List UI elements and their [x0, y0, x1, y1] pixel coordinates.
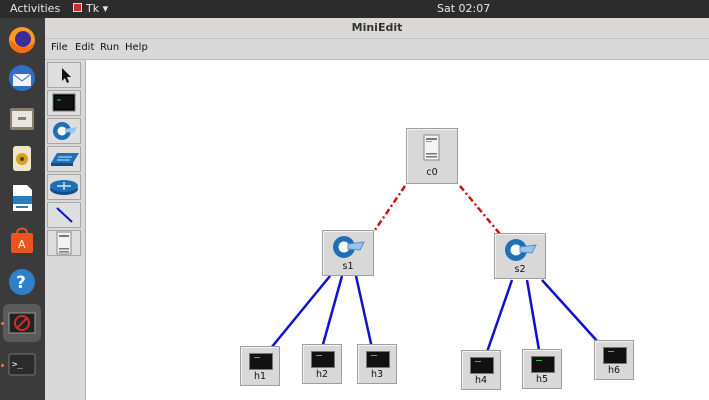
firefox-icon[interactable] — [6, 24, 38, 56]
link-icon — [56, 207, 73, 223]
router-icon — [50, 180, 78, 195]
help-icon[interactable]: ? — [6, 266, 38, 298]
controller-icon — [423, 134, 440, 161]
running-indicator — [1, 322, 4, 325]
rhythmbox-icon[interactable] — [6, 142, 38, 174]
files-icon[interactable] — [6, 102, 38, 134]
host-icon — [470, 357, 494, 374]
switch-s2[interactable]: s2 — [494, 233, 546, 279]
svg-text:?: ? — [16, 273, 26, 293]
links-layer — [270, 185, 599, 353]
stop-icon-container[interactable] — [3, 304, 41, 342]
node-label: h2 — [315, 369, 329, 380]
controller-link-c0-s1[interactable] — [373, 185, 407, 231]
host-icon — [531, 356, 555, 373]
tk-app-icon — [73, 3, 82, 12]
host-icon — [366, 351, 390, 368]
host-icon — [249, 353, 273, 370]
legacy-switch-tool[interactable] — [47, 146, 81, 172]
link-tool[interactable] — [47, 202, 81, 228]
router-tool[interactable] — [47, 174, 81, 200]
cursor-icon — [62, 68, 71, 83]
host-icon — [311, 351, 335, 368]
host-icon — [603, 347, 627, 364]
link-s1-h1[interactable] — [270, 275, 331, 349]
switch-tool[interactable] — [47, 118, 81, 144]
svg-text:A: A — [18, 238, 26, 251]
dock: A ? >_ — [0, 18, 45, 400]
node-label: h1 — [253, 371, 267, 382]
activities-button[interactable]: Activities — [10, 2, 61, 15]
host-h3[interactable]: h3 — [357, 344, 397, 384]
link-s2-h5[interactable] — [525, 279, 541, 351]
menu-help[interactable]: Help — [125, 42, 148, 53]
software-center-icon[interactable]: A — [6, 224, 38, 256]
window-title: MiniEdit — [351, 21, 403, 34]
host-h6[interactable]: h6 — [594, 340, 634, 380]
controller-c0[interactable]: c0 — [406, 128, 458, 184]
link-s1-h3[interactable] — [354, 275, 374, 349]
link-s1-h2[interactable] — [320, 275, 344, 349]
node-label: h3 — [370, 369, 384, 380]
link-s2-h4[interactable] — [485, 279, 514, 353]
menu-edit[interactable]: Edit — [75, 42, 95, 53]
controller-link-c0-s2[interactable] — [459, 185, 501, 235]
select-tool[interactable] — [47, 62, 81, 88]
stop-icon — [8, 312, 36, 334]
controller-tool[interactable] — [47, 230, 81, 256]
switch-s1[interactable]: s1 — [322, 230, 374, 276]
app-menu[interactable]: Tk ▾ — [73, 2, 108, 15]
thunderbird-icon[interactable] — [6, 62, 38, 94]
host-h4[interactable]: h4 — [461, 350, 501, 390]
node-label: h5 — [535, 374, 549, 385]
link-s2-h6[interactable] — [541, 279, 599, 343]
menu-bar: File Edit Run Help — [45, 39, 709, 60]
legacy-switch-icon — [51, 153, 79, 166]
switch-icon — [505, 239, 537, 261]
node-label: s1 — [342, 261, 354, 272]
writer-icon[interactable] — [6, 182, 38, 214]
host-h2[interactable]: h2 — [302, 344, 342, 384]
tool-palette — [45, 60, 86, 400]
top-bar: Activities Tk ▾ Sat 02:07 — [0, 0, 709, 18]
switch-icon — [53, 122, 77, 140]
node-label: s2 — [514, 264, 526, 275]
node-label: h6 — [607, 365, 621, 376]
host-tool[interactable] — [47, 90, 81, 116]
node-label: h4 — [474, 375, 488, 386]
host-h1[interactable]: h1 — [240, 346, 280, 386]
host-h5[interactable]: h5 — [522, 349, 562, 389]
svg-text:>_: >_ — [12, 360, 23, 370]
node-label: c0 — [426, 167, 438, 178]
terminal-icon[interactable]: >_ — [6, 348, 38, 380]
window-titlebar[interactable]: MiniEdit — [45, 18, 709, 39]
running-indicator — [1, 364, 4, 367]
clock[interactable]: Sat 02:07 — [437, 2, 491, 15]
switch-icon — [333, 236, 365, 258]
menu-run[interactable]: Run — [100, 42, 120, 53]
host-icon — [52, 93, 76, 112]
controller-icon — [56, 231, 72, 255]
menu-file[interactable]: File — [51, 42, 68, 53]
topology-canvas[interactable]: c0 s1 s2 h1 h2 h3 h4 h5 h6 — [86, 60, 709, 400]
